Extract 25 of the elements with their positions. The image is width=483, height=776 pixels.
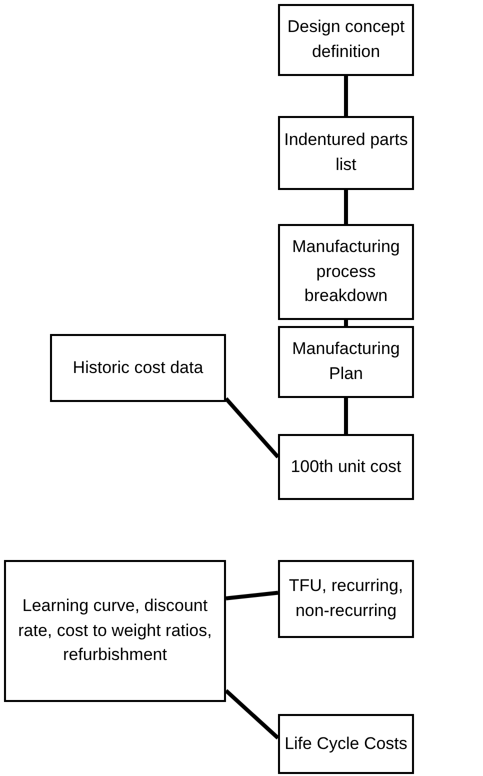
connector-line — [344, 76, 348, 116]
box-label: Indentured parts list — [284, 129, 408, 176]
box-label: Manufacturing process breakdown — [291, 236, 401, 308]
process-box — [278, 326, 414, 398]
connector-line — [224, 689, 280, 740]
box-label: Learning curve, discount rate, cost to weight ratios, refurbishment — [17, 595, 213, 666]
process-box — [278, 714, 414, 774]
process-box — [278, 560, 414, 638]
box-label: Manufacturing Plan — [291, 338, 401, 385]
process-box — [50, 334, 226, 402]
process-box — [4, 560, 226, 702]
process-box — [278, 224, 414, 320]
process-box — [278, 434, 414, 500]
box-label: 100th unit cost — [290, 456, 402, 478]
box-label: Historic cost data — [72, 356, 204, 379]
box-label: TFU, recurring, non-recurring — [288, 575, 404, 622]
connector-line — [224, 397, 280, 458]
box-label: Life Cycle Costs — [284, 732, 408, 755]
connector-line — [344, 320, 348, 326]
connector-line — [226, 590, 278, 600]
connector-line — [344, 398, 348, 434]
connector-line — [344, 190, 348, 224]
process-box — [278, 116, 414, 190]
box-label: Design concept definition — [286, 16, 406, 63]
process-box — [278, 4, 414, 76]
